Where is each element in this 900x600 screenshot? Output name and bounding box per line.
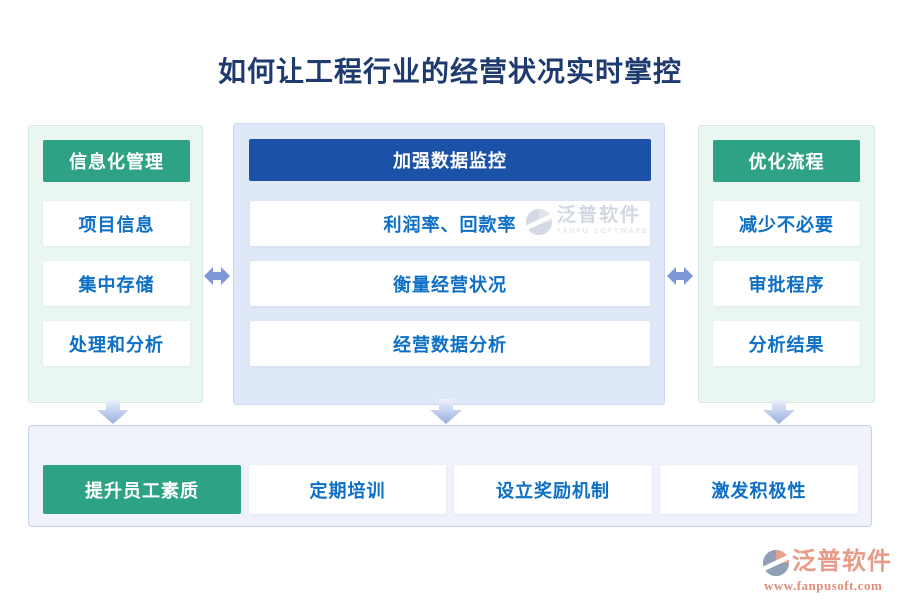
watermark-brand: 泛普软件 [557,204,642,226]
panel-left-item-2: 集中存储 [43,261,190,306]
bottom-item-1: 定期培训 [249,465,446,514]
watermark-logo-icon [525,208,553,236]
panel-header-left: 信息化管理 [43,140,190,182]
panel-staff-quality: 提升员工素质 定期培训 设立奖励机制 激发积极性 [28,425,872,527]
panel-left-item-3: 处理和分析 [43,321,190,366]
down-arrow-icon [430,399,462,424]
double-arrow-icon [667,267,693,285]
bottom-item-3: 激发积极性 [660,465,858,514]
down-arrow-icon [97,399,129,424]
watermark-text: 泛普软件 FANPU SOFTWARE [557,206,649,235]
down-arrow-icon [763,399,795,424]
fanpu-logo-icon [762,549,790,577]
panel-right-item-2: 审批程序 [713,261,860,306]
footer-brand: 泛普软件 [792,547,892,575]
panel-process-optimization: 优化流程 减少不必要 审批程序 分析结果 [698,125,875,403]
watermark-brand-en: FANPU SOFTWARE [557,227,649,235]
panel-header-center: 加强数据监控 [249,139,651,181]
panel-center-item-1: 利润率、回款率 [250,201,650,246]
bottom-item-2: 设立奖励机制 [454,465,652,514]
panel-center-item-3: 经营数据分析 [250,321,650,366]
panel-center-item-2: 衡量经营状况 [250,261,650,306]
panel-data-monitoring: 加强数据监控 利润率、回款率 衡量经营状况 经营数据分析 [233,123,665,405]
panel-left-item-1: 项目信息 [43,201,190,246]
bottom-header: 提升员工素质 [43,465,241,514]
double-arrow-icon [204,267,230,285]
page-title: 如何让工程行业的经营状况实时掌控 [217,55,682,88]
panel-header-right: 优化流程 [713,140,860,182]
panel-information-management: 信息化管理 项目信息 集中存储 处理和分析 [28,125,203,403]
watermark: 泛普软件 FANPU SOFTWARE [525,206,649,238]
footer-website: www.fanpusoft.com [764,578,883,593]
panel-right-item-1: 减少不必要 [713,201,860,246]
panel-right-item-3: 分析结果 [713,321,860,366]
footer-logo: 泛普软件 www.fanpusoft.com [762,547,892,595]
